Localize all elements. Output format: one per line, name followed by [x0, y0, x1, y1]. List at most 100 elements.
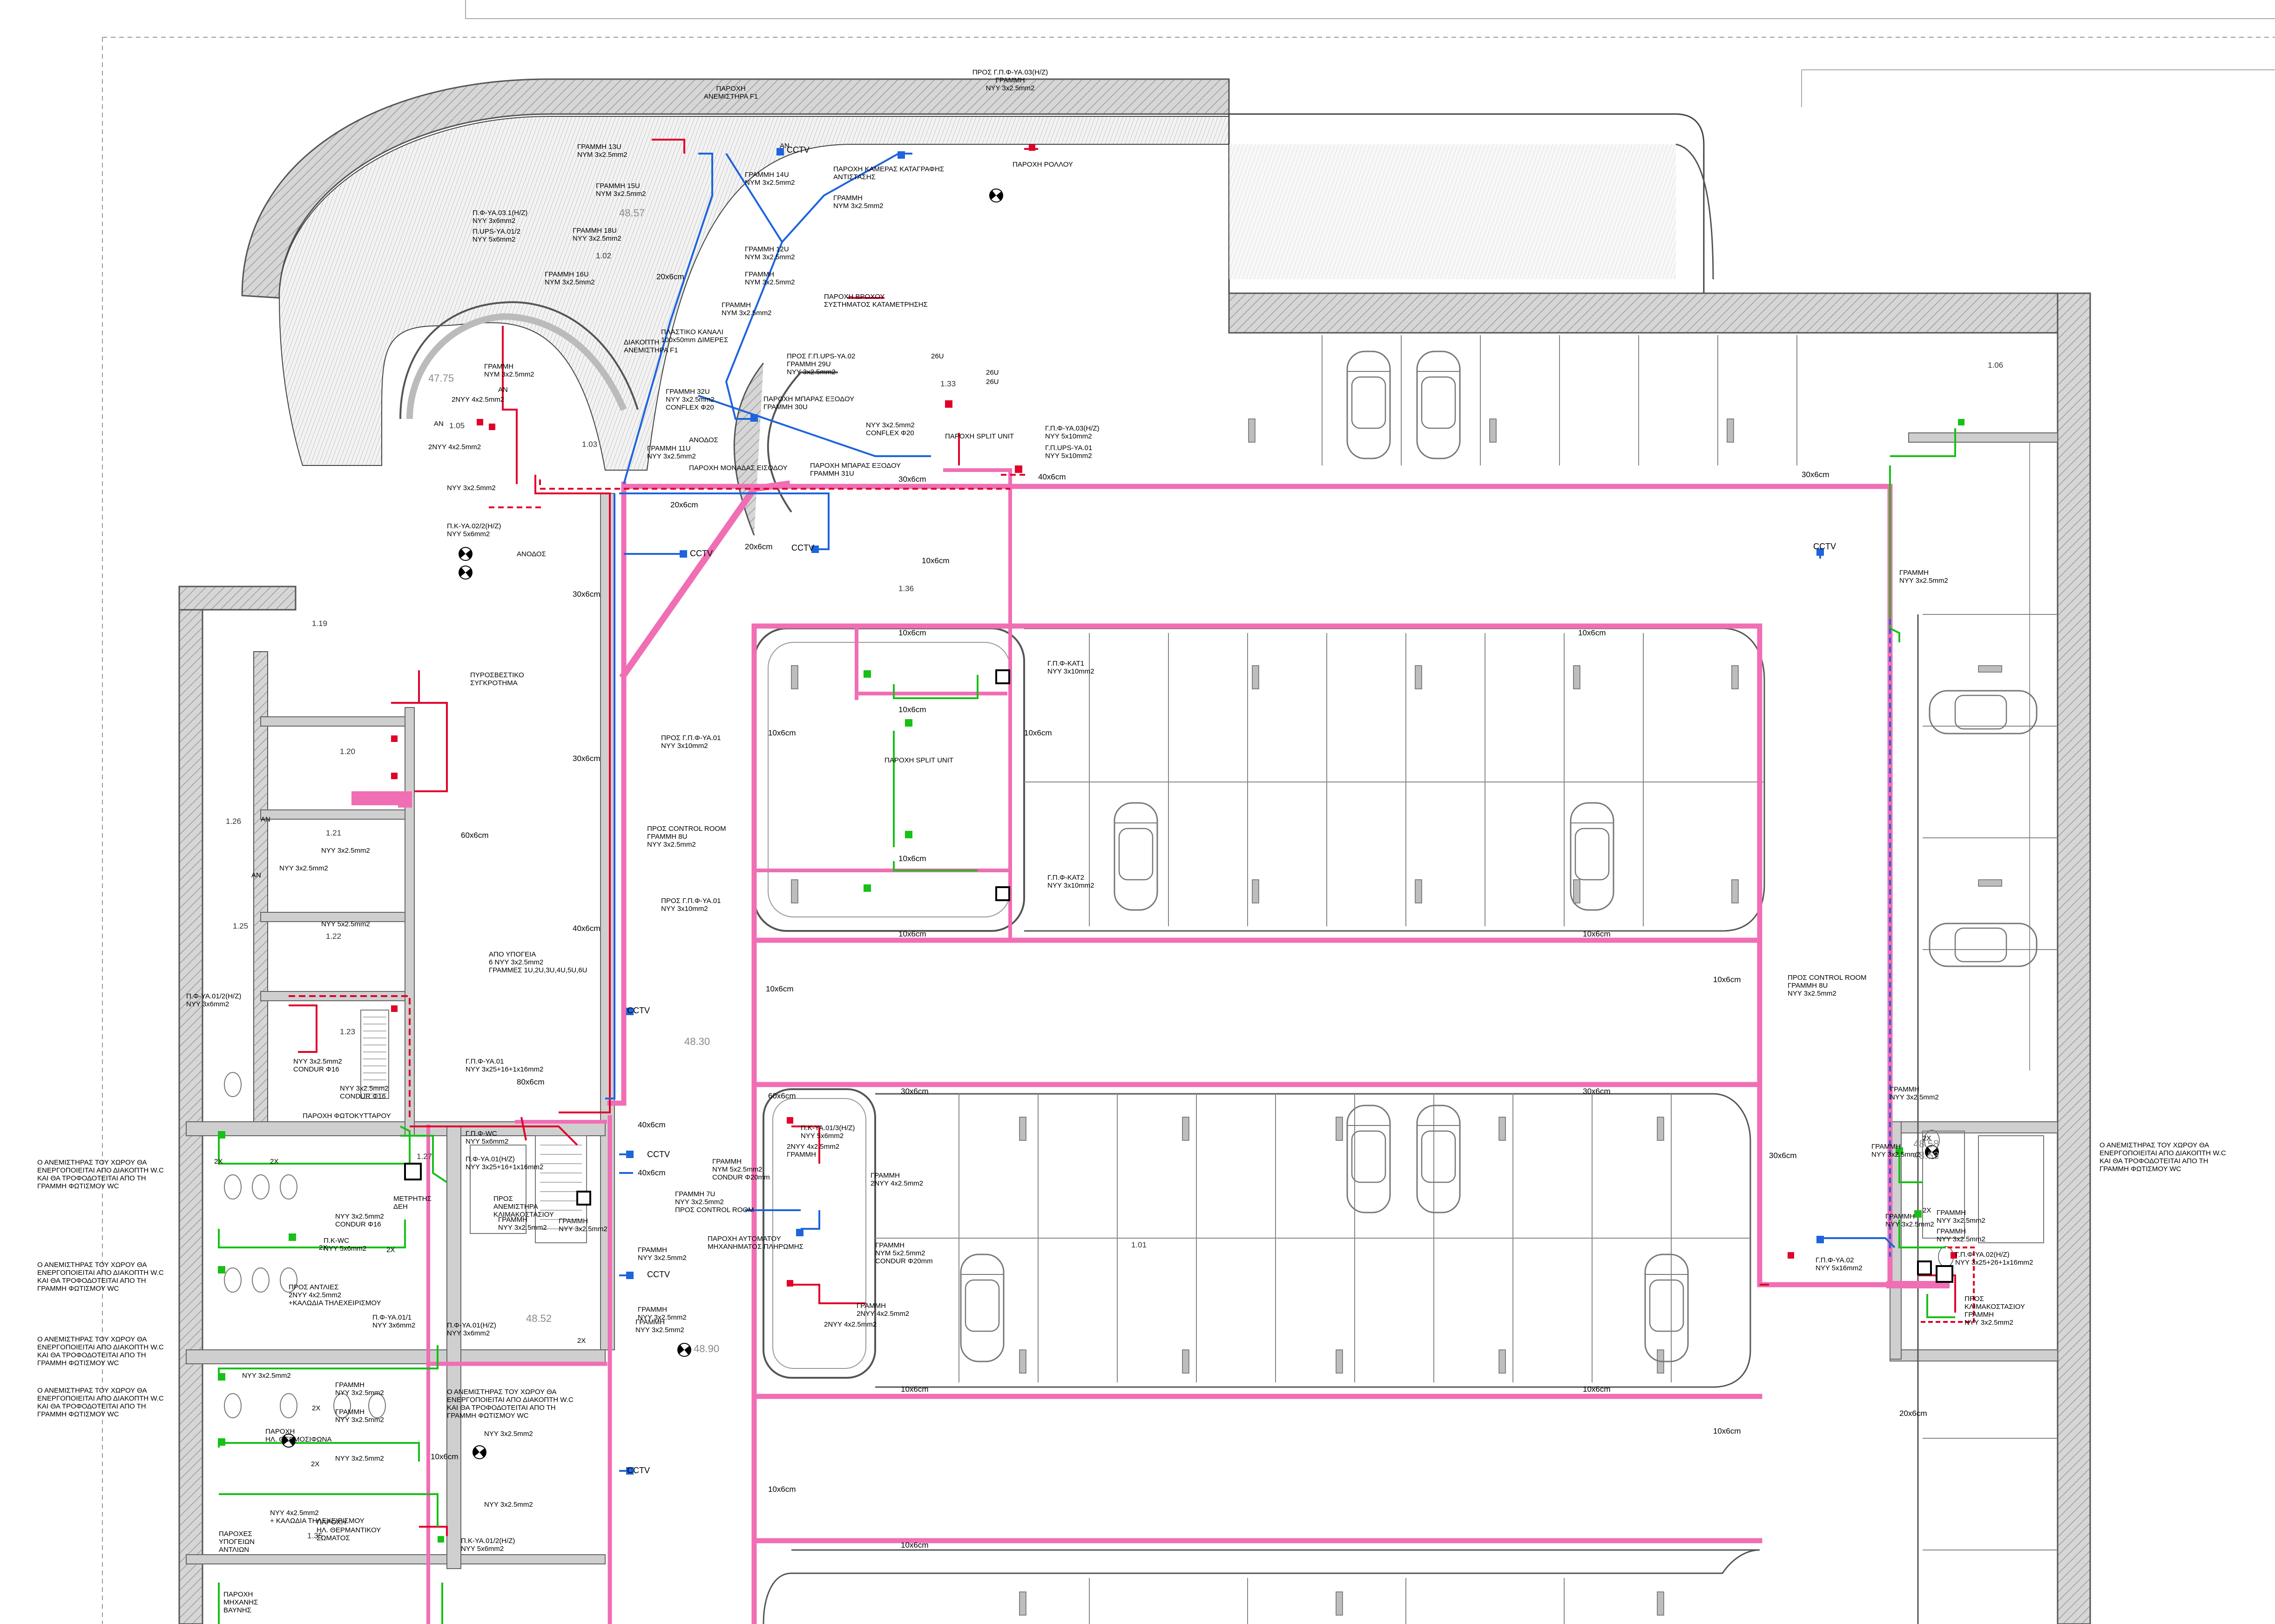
annotation-line: Ο ΑΝΕΜΙΣΤΗΡΑΣ ΤΟΥ ΧΩΡΟΥ ΘΑ	[37, 1335, 147, 1343]
annotation-line: ΠΡΟΣ	[1964, 1295, 1984, 1303]
annotation-line: ΔΕΗ	[393, 1203, 408, 1211]
annotation-line: 100x50mm ΔΙΜΕΡΕΣ	[661, 336, 728, 344]
tray-size: 30x6cm	[573, 590, 601, 599]
double-marker: 2X	[312, 1404, 320, 1412]
annotation-line: ΝΥΜ 5x2.5mm2	[875, 1249, 925, 1257]
annotation-line: ΝΥΥ 3x2.5mm2	[986, 84, 1035, 92]
building-structure	[102, 0, 2275, 1624]
tray-size: 30x6cm	[1769, 1151, 1797, 1160]
annotation-line: 6 ΝΥΥ 3x2.5mm2	[489, 958, 543, 966]
annotation-line: ΑΝΕΜΙΣΤΗΡΑ	[493, 1203, 538, 1211]
annotation-line: ΓΡΑΜΜΗ	[722, 301, 751, 309]
annotation-line: ΠΑΡΟΧΗ ΒΡΟΧΟΥ	[824, 293, 884, 301]
annotation-line: ΝΥΥ 3x10mm2	[1047, 882, 1094, 889]
annotation-line: ΓΡΑΜΜΗ	[996, 76, 1025, 84]
socket-marker: AN	[434, 420, 444, 428]
annotation-line: +ΚΑΛΩΔΙΑ ΤΗΛΕΧΕΙΡΙΣΜΟΥ	[289, 1299, 381, 1307]
elevation-mark: 48.52	[526, 1313, 552, 1324]
tray-size: 30x6cm	[1583, 1087, 1611, 1096]
annotation-line: ΚΑΙ ΘΑ ΤΡΟΦΟΔΟΤΕΙΤΑΙ ΑΠΟ ΤΗ	[37, 1277, 146, 1285]
tray-size: 10x6cm	[1583, 930, 1611, 938]
annotation-line: ΠΑΡΟΧΗ SPLIT UNIT	[945, 432, 1014, 440]
annotation-line: ΚΛΙΜΑΚΟΣΤΑΣΙΟΥ	[1964, 1303, 2025, 1311]
annotation-line: ΝΥΥ 3x25+16+1x16mm2	[466, 1163, 543, 1171]
annotation-line: 2ΝΥΥ 4x2.5mm2	[289, 1291, 341, 1299]
tray-size: 20x6cm	[656, 272, 684, 281]
socket-marker: AN	[498, 386, 508, 394]
cctv-label: CCTV	[627, 1006, 650, 1015]
annotation-line: ΝΥΥ 3x2.5mm2	[335, 1389, 384, 1397]
room-number: 1.33	[940, 379, 956, 388]
power-circuits	[289, 139, 1975, 1536]
annotation-line: Γ.Π.Φ-ΥΑ.03(Η/Ζ)	[1045, 425, 1100, 432]
annotation: 2ΝΥΥ 4x2.5mm2	[824, 1321, 877, 1328]
annotation-line: ΝΥΥ 3x2.5mm2	[647, 452, 696, 460]
annotation-line: ΕΝΕΡΓΟΠΟΙΕΙΤΑΙ ΑΠΟ ΔΙΑΚΟΠΤΗ W.C	[37, 1166, 164, 1174]
annotation-line: ΑΝΟΔΟΣ	[689, 436, 718, 444]
annotation-line: CONDUR Φ20mm	[875, 1257, 933, 1265]
annotation-line: ΝΥΥ 3x2.5mm2	[335, 1455, 384, 1462]
cctv-label: CCTV	[647, 1150, 670, 1159]
tray-size: 20x6cm	[670, 500, 698, 509]
annotation-line: ΝΥΥ 3x6mm2	[186, 1000, 229, 1008]
annotation-line: ΝΥΥ 3x2.5mm2	[484, 1501, 533, 1509]
double-marker: 2X	[1923, 1206, 1931, 1214]
annotation-line: ΝΥΥ 3x6mm2	[473, 217, 515, 225]
annotation-line: ΓΡΑΜΜΗ	[638, 1246, 667, 1254]
annotation-line: CONDUR Φ16	[340, 1092, 386, 1100]
socket-marker: AN	[251, 871, 261, 879]
annotation-line: ΓΡΑΜΜΗ 7U	[675, 1190, 715, 1198]
tray-size: 10x6cm	[768, 1485, 796, 1494]
annotation-line: ΝΥΜ 3x2.5mm2	[545, 278, 595, 286]
annotation-line: ΑΠΟ ΥΠΟΓΕΙΑ	[489, 950, 536, 958]
annotation: 2ΝΥΥ 4x2.5mm2	[452, 396, 504, 404]
annotation-line: ΝΥΥ 3x2.5mm2	[242, 1372, 291, 1380]
room-number: 1.03	[582, 440, 597, 449]
annotation-line: ΝΥΥ 3x2.5mm2	[293, 1058, 342, 1065]
annotation: ΝΥΥ 3x2.5mm2	[321, 847, 370, 855]
annotation-line: ΝΥΜ 3x2.5mm2	[745, 278, 795, 286]
annotation-line: Γ.Π.Φ-ΥΑ.01	[466, 1058, 504, 1065]
annotation-line: ΕΝΕΡΓΟΠΟΙΕΙΤΑΙ ΑΠΟ ΔΙΑΚΟΠΤΗ W.C	[447, 1396, 574, 1404]
annotation-line: ΠΡΟΣ	[493, 1195, 513, 1203]
annotation-line: ΠΑΡΟΧΗ	[223, 1590, 253, 1598]
annotation-line: ΠΑΡΟΧΗ ΜΠΑΡΑΣ ΕΞΟΔΟΥ	[763, 395, 854, 403]
annotation-line: CONDUR Φ16	[335, 1220, 381, 1228]
annotation-line: ΑΝΤΙΣΤΑΣΗΣ	[833, 173, 876, 181]
annotation-line: ΠΑΡΟΧΗ	[265, 1428, 295, 1435]
annotation-line: ΕΝΕΡΓΟΠΟΙΕΙΤΑΙ ΑΠΟ ΔΙΑΚΟΠΤΗ W.C	[2099, 1149, 2226, 1157]
tray-size: 30x6cm	[898, 475, 926, 484]
room-number: 1.27	[417, 1152, 432, 1161]
annotation-line: Ο ΑΝΕΜΙΣΤΗΡΑΣ ΤΟΥ ΧΩΡΟΥ ΘΑ	[37, 1387, 147, 1395]
annotation-line: ΓΡΑΜΜΗ	[559, 1217, 588, 1225]
room-number: 1.01	[1131, 1240, 1147, 1249]
annotation: ΝΥΥ 3x2.5mm2	[484, 1501, 533, 1509]
annotation-line: ΝΥΥ 3x2.5mm2	[279, 864, 328, 872]
double-marker: 2X	[1923, 1134, 1931, 1142]
annotation-line: ΓΡΑΜΜΗ 13U	[577, 143, 621, 151]
annotation: Γ.Π.Φ-ΥΑ.02(Η/Ζ)ΝΥΥ 3x25+26+1x16mm2	[1955, 1251, 2033, 1267]
annotation-line: Π.Κ-WC	[324, 1237, 349, 1245]
room-number: 1.22	[326, 932, 341, 941]
annotation-line: Ο ΑΝΕΜΙΣΤΗΡΑΣ ΤΟΥ ΧΩΡΟΥ ΘΑ	[447, 1388, 557, 1396]
annotation-line: ΝΥΥ 3x2.5mm2	[340, 1085, 389, 1092]
annotation: Π.Φ-ΥΑ.03.1(Η/Ζ)ΝΥΥ 3x6mm2	[473, 209, 527, 225]
